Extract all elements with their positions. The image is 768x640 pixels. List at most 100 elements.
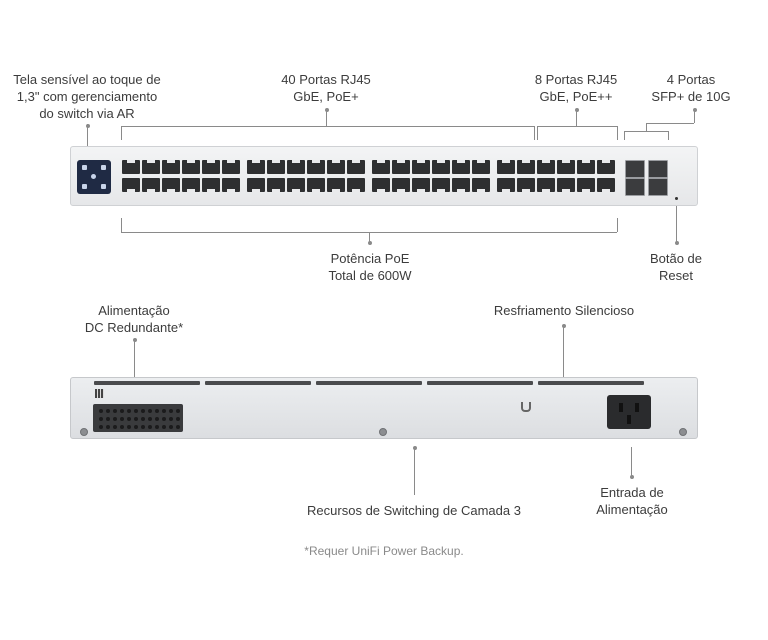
rj45-port[interactable]: [392, 178, 410, 192]
sfp-port[interactable]: [625, 160, 645, 178]
dc-pin: [127, 425, 131, 429]
rj45-port[interactable]: [327, 160, 345, 174]
label-sfp-ports-line1: 4 Portas: [666, 72, 716, 87]
dc-pin: [155, 409, 159, 413]
dc-pin: [127, 409, 131, 413]
rj45-port[interactable]: [222, 160, 240, 174]
callout-dot-8: [575, 108, 579, 112]
sfp-port[interactable]: [648, 160, 668, 178]
rj45-port[interactable]: [247, 160, 265, 174]
label-8-ports-line2: GbE, PoE++: [539, 89, 613, 104]
callout-dot-cooling: [562, 324, 566, 328]
dc-pin: [169, 409, 173, 413]
rj45-port[interactable]: [597, 178, 615, 192]
bracket-sfp-left: [624, 131, 625, 140]
rj45-port[interactable]: [432, 178, 450, 192]
rj45-port[interactable]: [372, 178, 390, 192]
dc-pin: [169, 417, 173, 421]
label-poe-total: Potência PoE Total de 600W: [300, 250, 440, 284]
rj45-port[interactable]: [287, 160, 305, 174]
rj45-port[interactable]: [347, 160, 365, 174]
rj45-port[interactable]: [162, 160, 180, 174]
rj45-port[interactable]: [537, 178, 555, 192]
sfp-port[interactable]: [625, 178, 645, 196]
label-dc-power: Alimentação DC Redundante*: [78, 302, 190, 336]
callout-line-reset: [676, 206, 677, 242]
rj45-port[interactable]: [142, 160, 160, 174]
reset-button[interactable]: [675, 197, 678, 200]
dc-pin: [155, 425, 159, 429]
rj45-port[interactable]: [412, 178, 430, 192]
rj45-port[interactable]: [497, 160, 515, 174]
rj45-port[interactable]: [182, 160, 200, 174]
label-sfp-ports: 4 Portas SFP+ de 10G: [646, 71, 736, 105]
rj45-port[interactable]: [267, 160, 285, 174]
ground-screw: [679, 428, 687, 436]
rj45-port[interactable]: [517, 178, 535, 192]
switch-front-panel: [70, 146, 698, 206]
rj45-port[interactable]: [452, 178, 470, 192]
rj45-port[interactable]: [412, 160, 430, 174]
label-40-ports: 40 Portas RJ45 GbE, PoE+: [270, 71, 382, 105]
rj45-port[interactable]: [142, 178, 160, 192]
label-8-ports-line1: 8 Portas RJ45: [534, 72, 618, 87]
callout-line-power-input: [631, 447, 632, 477]
rj45-port[interactable]: [347, 178, 365, 192]
bracket-8-right: [617, 126, 618, 140]
label-layer3-text: Recursos de Switching de Camada 3: [307, 503, 521, 518]
label-layer3: Recursos de Switching de Camada 3: [294, 502, 534, 519]
sfp-port[interactable]: [648, 178, 668, 196]
rj45-port[interactable]: [162, 178, 180, 192]
rj45-port[interactable]: [557, 160, 575, 174]
rj45-port[interactable]: [372, 160, 390, 174]
label-reset-line2: Reset: [659, 268, 693, 283]
rj45-port[interactable]: [597, 160, 615, 174]
callout-drop-sfp: [646, 123, 647, 131]
callout-dot-sfp: [693, 108, 697, 112]
bracket-poe-right: [617, 218, 618, 232]
bracket-8: [537, 126, 617, 127]
rj45-port[interactable]: [517, 160, 535, 174]
callout-dot-touch: [86, 124, 90, 128]
rj45-port[interactable]: [247, 178, 265, 192]
footnote: *Requer UniFi Power Backup.: [284, 543, 484, 560]
label-touch-screen-line1: Tela sensível ao toque de: [13, 72, 161, 87]
rj45-port[interactable]: [307, 160, 325, 174]
ac-power-inlet: [607, 395, 651, 429]
dc-power-connector: [93, 404, 183, 432]
label-power-input: Entrada de Alimentação: [586, 484, 678, 518]
dc-pin: [120, 417, 124, 421]
rj45-port[interactable]: [432, 160, 450, 174]
rj45-port[interactable]: [267, 178, 285, 192]
dc-pin: [141, 417, 145, 421]
rj45-port[interactable]: [392, 160, 410, 174]
callout-dot-dc: [133, 338, 137, 342]
rj45-port[interactable]: [287, 178, 305, 192]
callout-stem-poe: [369, 232, 370, 242]
rj45-port[interactable]: [182, 178, 200, 192]
rj45-port[interactable]: [472, 178, 490, 192]
label-sfp-ports-line2: SFP+ de 10G: [651, 89, 731, 104]
dc-pin: [106, 425, 110, 429]
rj45-port[interactable]: [307, 178, 325, 192]
rj45-port[interactable]: [557, 178, 575, 192]
label-touch-screen-line3: do switch via AR: [39, 106, 135, 121]
label-40-ports-line1: 40 Portas RJ45: [281, 72, 371, 87]
callout-line-touch: [87, 124, 88, 146]
rj45-port[interactable]: [202, 178, 220, 192]
rj45-port[interactable]: [577, 160, 595, 174]
rj45-port[interactable]: [327, 178, 345, 192]
rj45-port[interactable]: [202, 160, 220, 174]
rj45-port[interactable]: [472, 160, 490, 174]
rj45-port[interactable]: [222, 178, 240, 192]
vent-slot: [538, 381, 644, 385]
rj45-port[interactable]: [577, 178, 595, 192]
rj45-port[interactable]: [452, 160, 470, 174]
rj45-port[interactable]: [122, 178, 140, 192]
rj45-port[interactable]: [497, 178, 515, 192]
vent-slot: [94, 381, 200, 385]
vent-slot: [205, 381, 311, 385]
rj45-port[interactable]: [537, 160, 555, 174]
dc-pin: [120, 409, 124, 413]
rj45-port[interactable]: [122, 160, 140, 174]
